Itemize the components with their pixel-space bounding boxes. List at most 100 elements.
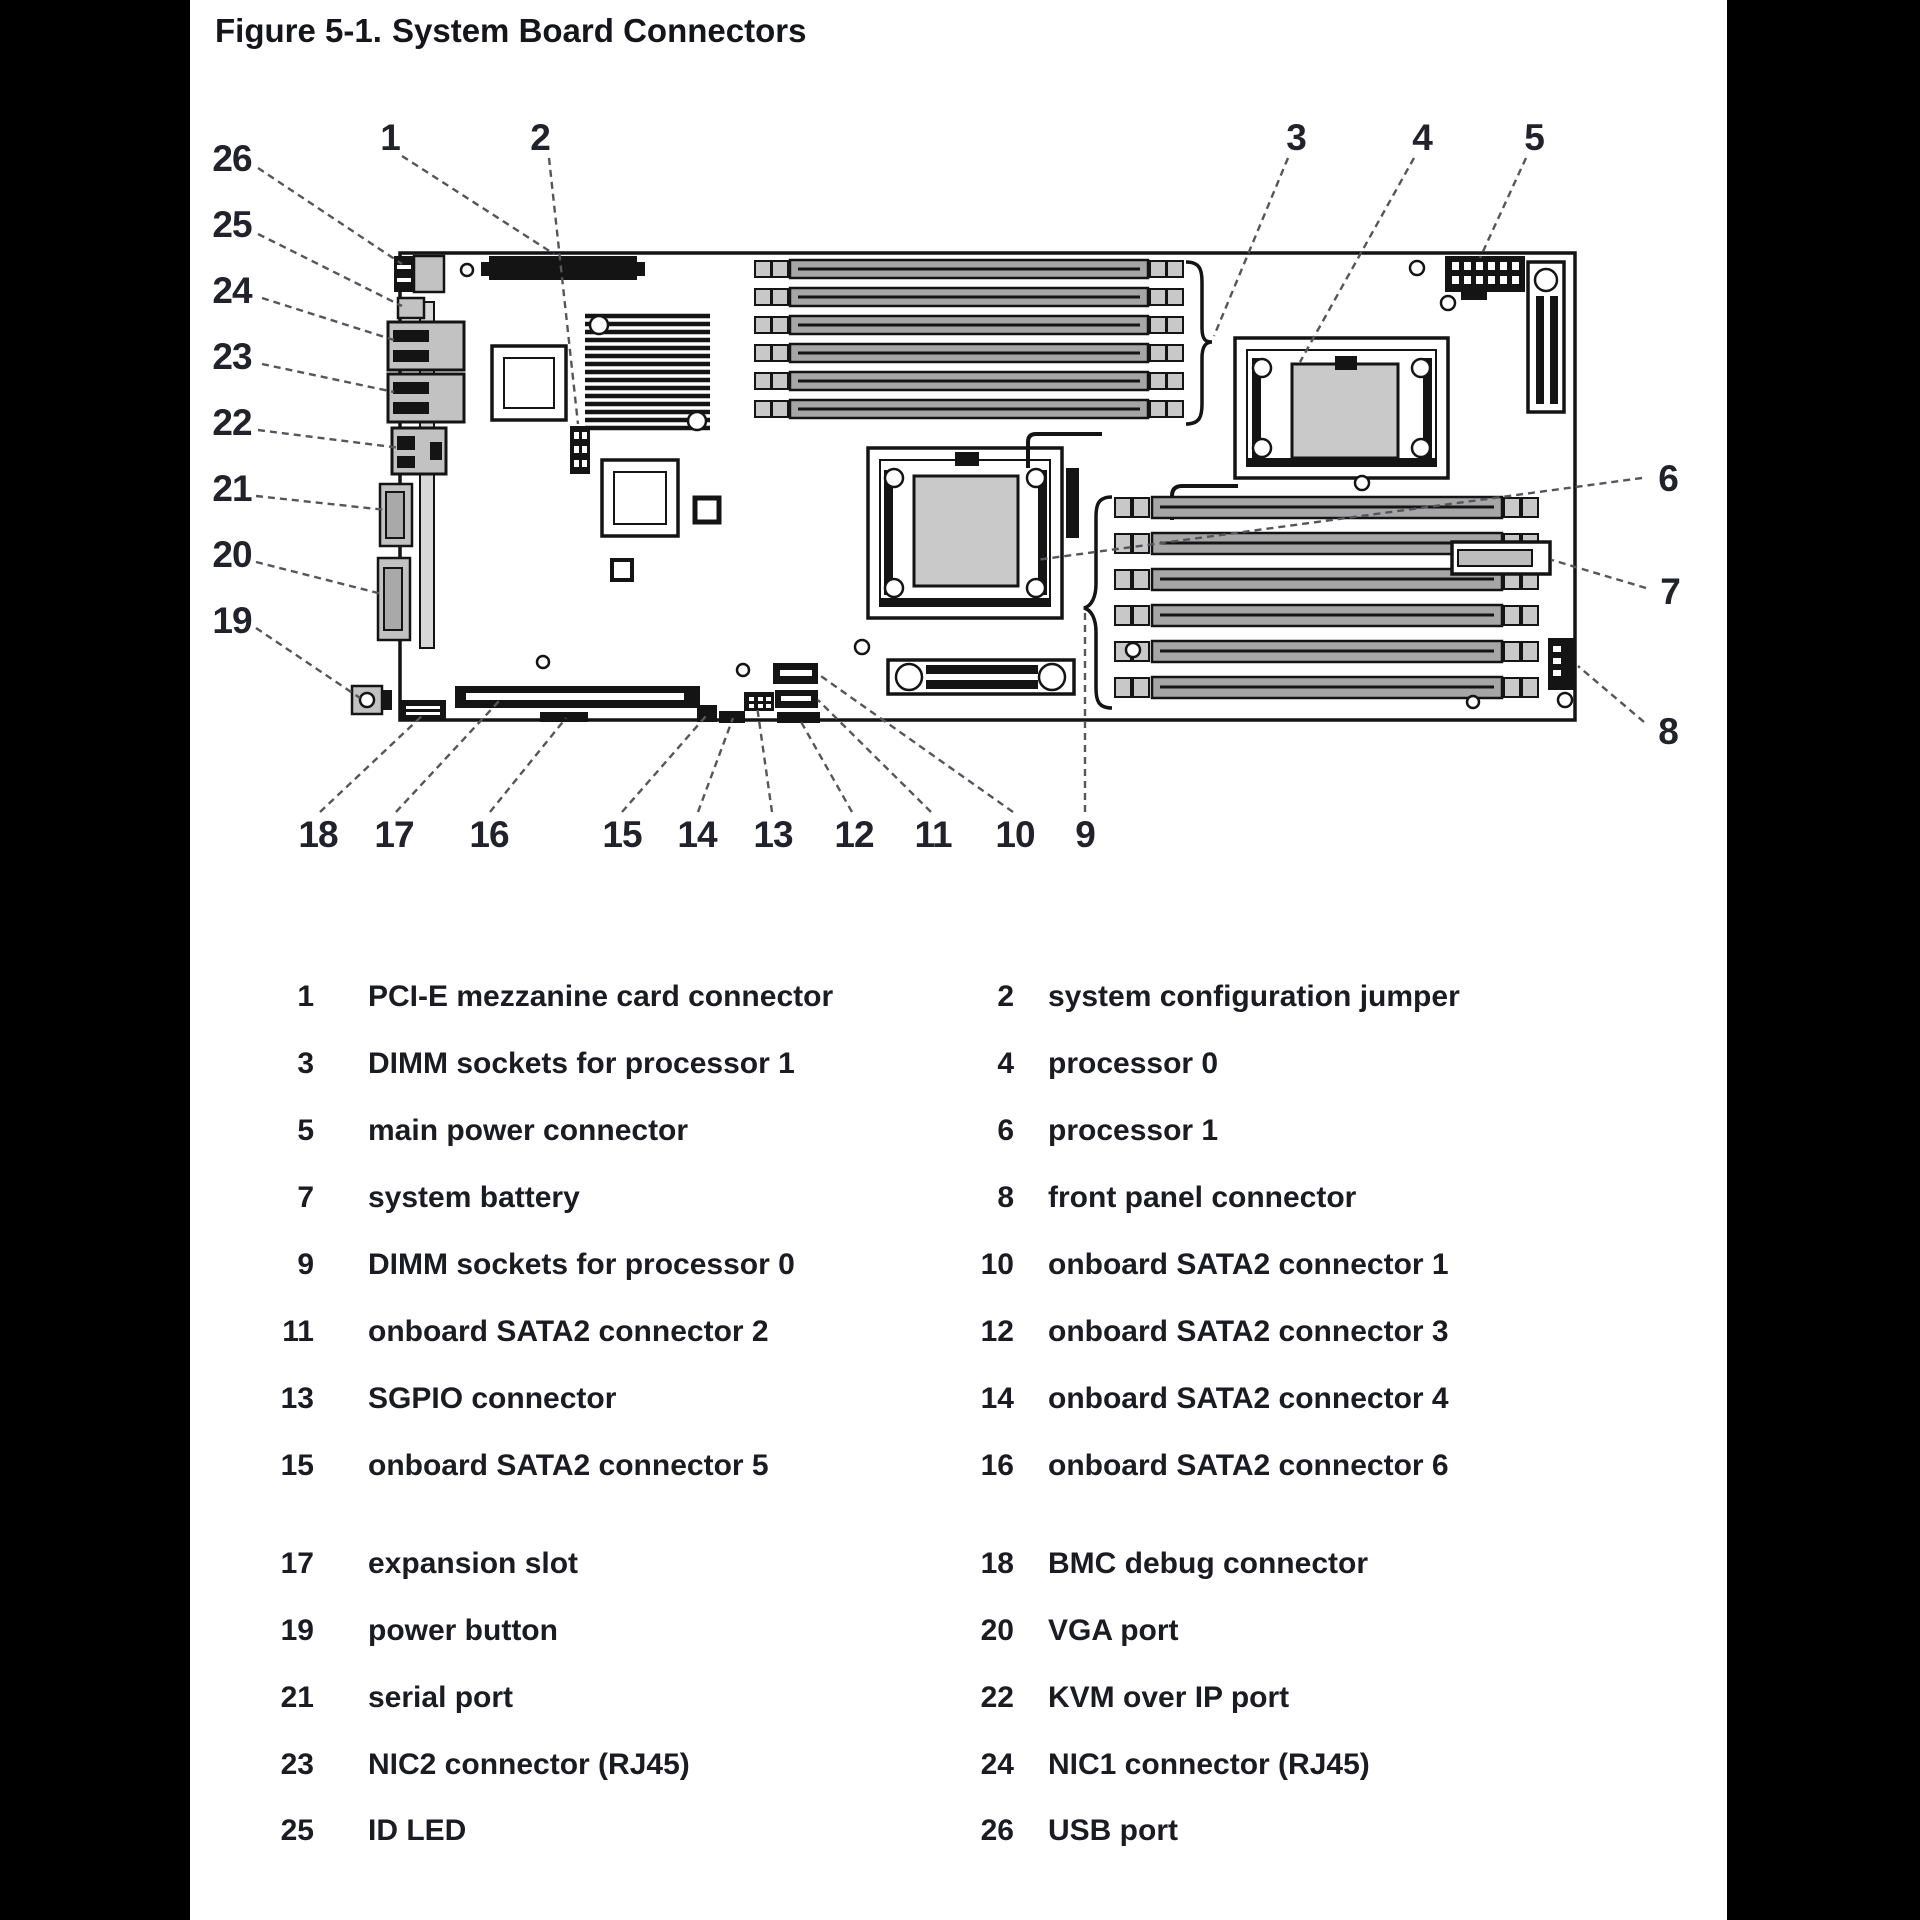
legend-entry-label: processor 1 <box>1048 1114 1219 1147</box>
callout-11: 11 <box>914 814 952 855</box>
callout-26: 26 <box>212 138 252 179</box>
figure-caption: Figure 5-1. System Board Connectors <box>0 12 1727 56</box>
legend-entry-label: onboard SATA2 connector 4 <box>1048 1382 1449 1415</box>
legend-entry-label: KVM over IP port <box>1048 1681 1290 1714</box>
callout-17: 17 <box>374 814 413 855</box>
legend-row: 25 ID LED 26 USB port <box>0 1814 1727 1854</box>
callout-numbers: 1 2 3 4 5 6 7 8 26 25 24 23 22 21 20 19 … <box>212 117 1680 855</box>
legend-entry-num: 6 <box>997 1114 1014 1147</box>
legend-row: 15 onboard SATA2 connector 5 16 onboard … <box>0 1449 1727 1489</box>
vga-port <box>376 556 412 642</box>
small-chip <box>610 558 634 582</box>
legend-row: 5 main power connector 6 processor 1 <box>0 1114 1727 1154</box>
sata2-connector-1 <box>773 663 818 684</box>
legend-entry-num: 22 <box>980 1681 1014 1714</box>
callout-1: 1 <box>380 117 400 158</box>
legend-entry-num: 20 <box>980 1614 1014 1647</box>
legend-entry-num: 3 <box>297 1047 314 1080</box>
callout-15: 15 <box>602 814 642 855</box>
callout-19: 19 <box>212 600 252 641</box>
expansion-slot <box>455 686 700 708</box>
processor1-socket <box>866 446 1064 620</box>
figure-title: System Board Connectors <box>392 12 807 49</box>
legend-entry-label: serial port <box>368 1681 514 1714</box>
legend-entry-num: 12 <box>980 1315 1014 1348</box>
legend-entry-num: 7 <box>297 1181 314 1214</box>
legend-entry-num: 18 <box>980 1547 1014 1580</box>
riser-connector <box>1526 260 1566 414</box>
dimm-bank1-brace <box>1185 260 1213 426</box>
sata2-connector-6 <box>540 712 588 722</box>
legend-entry-num: 21 <box>280 1681 314 1714</box>
callout-21: 21 <box>212 468 252 509</box>
legend-entry-label: DIMM sockets for processor 0 <box>368 1248 795 1281</box>
heatpipe-hook <box>1026 432 1102 468</box>
legend-entry-label: DIMM sockets for processor 1 <box>368 1047 795 1080</box>
right-black-bar <box>1727 0 1920 1920</box>
callout-18: 18 <box>298 814 338 855</box>
figure-label: Figure 5-1. <box>215 12 382 49</box>
left-black-bar <box>0 0 190 1920</box>
legend-entry-label: SGPIO connector <box>368 1382 617 1415</box>
legend-entry-label: VGA port <box>1048 1614 1179 1647</box>
legend-entry-num: 15 <box>280 1449 314 1482</box>
legend-entry-label: system configuration jumper <box>1048 980 1460 1013</box>
sgpio-connector <box>744 692 774 711</box>
legend-row: 1 PCI-E mezzanine card connector 2 syste… <box>0 980 1727 1020</box>
legend-entry-num: 10 <box>980 1248 1014 1281</box>
callout-23: 23 <box>212 336 252 377</box>
legend-entry-num: 14 <box>980 1382 1014 1415</box>
main-power-connector <box>1445 256 1525 300</box>
legend-entry-num: 4 <box>997 1047 1014 1080</box>
sata2-connector-3 <box>777 712 820 723</box>
callout-20: 20 <box>212 534 252 575</box>
legend-entry-label: onboard SATA2 connector 3 <box>1048 1315 1449 1348</box>
legend-entry-num: 25 <box>280 1814 314 1847</box>
pcie-mezzanine-connector <box>481 256 645 280</box>
kvm-over-ip-port <box>390 426 448 476</box>
legend-row: 21 serial port 22 KVM over IP port <box>0 1681 1727 1721</box>
small-chip <box>692 495 722 525</box>
callout-22: 22 <box>212 402 252 443</box>
legend-entry-label: power button <box>368 1614 558 1647</box>
sata2-connector-2 <box>775 690 818 708</box>
power-button <box>350 684 392 716</box>
legend-entry-label: onboard SATA2 connector 5 <box>368 1449 769 1482</box>
sata2-connector-5 <box>697 705 717 722</box>
legend-entry-label: onboard SATA2 connector 1 <box>1048 1248 1449 1281</box>
legend-entry-num: 19 <box>280 1614 314 1647</box>
bottom-center-connector <box>886 658 1076 696</box>
chipset-heatsink <box>585 313 710 432</box>
legend-entry-num: 24 <box>980 1748 1014 1781</box>
legend-entry-num: 11 <box>282 1315 314 1348</box>
legend-entry-label: NIC1 connector (RJ45) <box>1048 1748 1370 1781</box>
legend-row: 11 onboard SATA2 connector 2 12 onboard … <box>0 1315 1727 1355</box>
usb-port <box>394 254 446 294</box>
legend-entry-label: BMC debug connector <box>1048 1547 1368 1580</box>
callout-9: 9 <box>1075 814 1095 855</box>
callout-5: 5 <box>1524 117 1544 158</box>
legend-entry-num: 8 <box>997 1181 1014 1214</box>
callout-2: 2 <box>530 117 550 158</box>
callout-25: 25 <box>212 204 252 245</box>
legend-row: 17 expansion slot 18 BMC debug connector <box>0 1547 1727 1587</box>
legend-entry-num: 23 <box>280 1748 314 1781</box>
legend-entry-num: 17 <box>280 1547 314 1580</box>
legend-entry-num: 1 <box>297 980 314 1013</box>
nic2-connector <box>386 372 466 424</box>
small-connector <box>1066 468 1079 538</box>
legend-entry-label: expansion slot <box>368 1547 579 1580</box>
dimm-bank0-brace <box>1083 495 1113 710</box>
legend-row: 7 system battery 8 front panel connector <box>0 1181 1727 1221</box>
chip <box>490 344 568 422</box>
callout-10: 10 <box>995 814 1035 855</box>
legend-entry-label: front panel connector <box>1048 1181 1357 1214</box>
legend-entry-num: 16 <box>980 1449 1014 1482</box>
legend-entry-label: PCI-E mezzanine card connector <box>368 980 834 1013</box>
callout-7: 7 <box>1660 571 1680 612</box>
legend-entry-num: 13 <box>280 1382 314 1415</box>
nic1-connector <box>386 320 466 372</box>
callout-14: 14 <box>677 814 718 855</box>
legend-entry-label: main power connector <box>368 1114 689 1147</box>
leader-lines <box>255 154 1647 813</box>
